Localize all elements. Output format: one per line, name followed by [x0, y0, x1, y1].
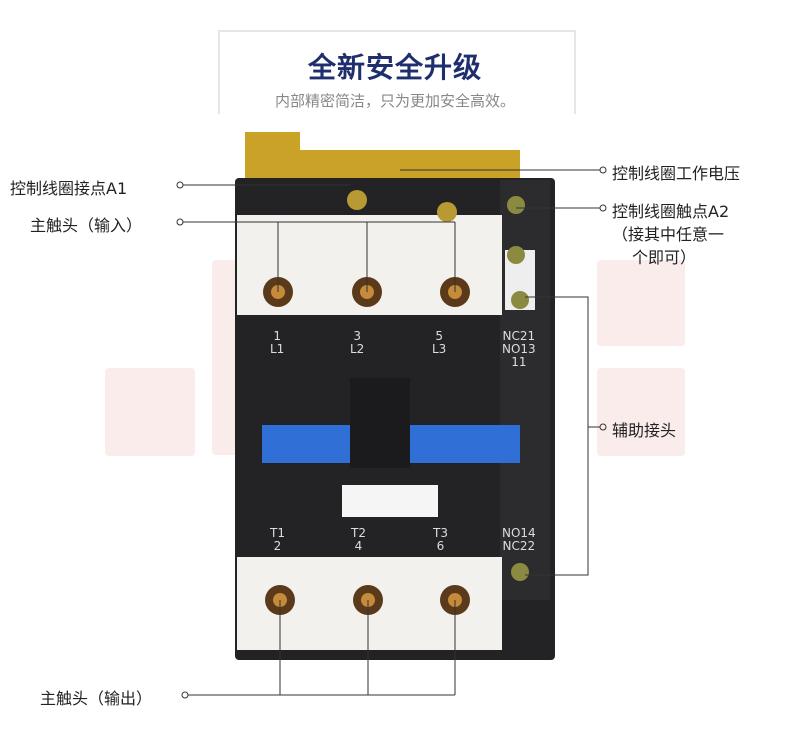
bg-tile [597, 368, 685, 456]
callout-coil-a2-note: （接其中任意一 [612, 225, 725, 244]
callout-coil-a1: 控制线圈接点A1 [10, 179, 128, 198]
callout-coil-voltage: 控制线圈工作电压 [612, 164, 741, 183]
actuator-guide [350, 378, 410, 468]
bg-tile [597, 260, 685, 346]
page-subtitle: 内部精密简洁，只为更加安全高效。 [274, 92, 515, 110]
mounting-bracket [245, 132, 520, 180]
bg-tile [105, 368, 195, 456]
label-plate [342, 485, 438, 517]
title-frame [218, 30, 576, 114]
callout-coil-a2: 控制线圈触点A2 [612, 202, 730, 221]
leader-lines [176, 166, 607, 699]
callout-main-output: 主触头（输出） [40, 689, 153, 708]
callout-aux: 辅助接头 [612, 421, 677, 440]
callout-coil-a2-note: 个即可） [632, 248, 697, 267]
callout-main-input: 主触头（输入） [30, 216, 143, 235]
page-title: 全新安全升级 [307, 51, 482, 84]
